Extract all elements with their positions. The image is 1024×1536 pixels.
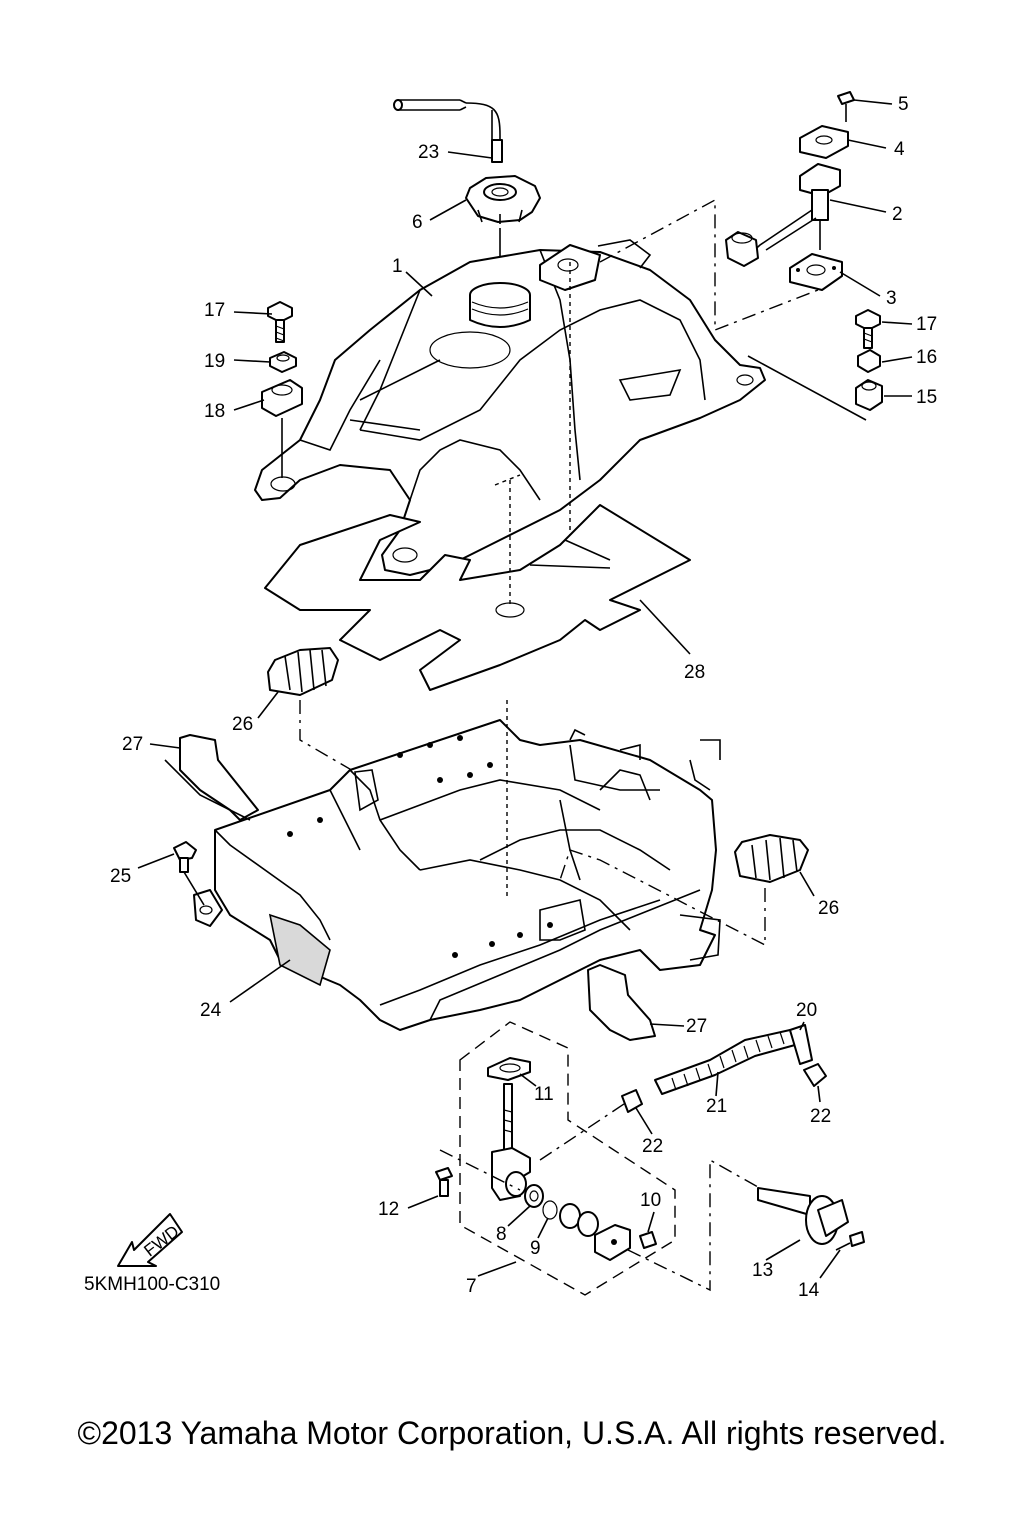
damper-18 <box>261 379 303 417</box>
callout-9: 9 <box>530 1238 541 1259</box>
callout-21: 21 <box>706 1096 727 1117</box>
callout-19: 19 <box>204 351 225 372</box>
callout-16: 16 <box>916 347 937 368</box>
hose-clamp-22-left <box>621 1089 643 1113</box>
callout-labels: 1 2 3 4 5 6 7 8 9 10 11 12 13 14 15 16 1… <box>110 94 937 1301</box>
fuel-tank-bracket-frame <box>214 719 721 1031</box>
callout-17-left: 17 <box>204 300 225 321</box>
callout-23: 23 <box>418 142 439 163</box>
callout-18: 18 <box>204 401 225 422</box>
callout-12: 12 <box>378 1199 399 1220</box>
sender-gasket <box>789 253 843 291</box>
collar-19 <box>269 351 297 373</box>
callout-14: 14 <box>798 1280 820 1301</box>
bolt-17-left <box>267 301 293 343</box>
callout-13: 13 <box>752 1260 773 1281</box>
callout-17-right: 17 <box>916 314 937 335</box>
fwd-arrow: FWD <box>117 1213 183 1267</box>
bolt-12 <box>435 1167 453 1197</box>
hose-clamp-22-right <box>803 1063 827 1087</box>
callout-26-left: 26 <box>232 714 253 735</box>
bolt-17-right <box>855 309 881 349</box>
o-ring-9 <box>542 1200 558 1220</box>
callout-28: 28 <box>684 662 705 683</box>
damper-26-right <box>734 834 809 883</box>
fuel-cock-assembly-box <box>459 1021 676 1296</box>
cover-27-left <box>164 734 259 821</box>
callout-5: 5 <box>898 94 909 115</box>
cover-27-right <box>587 964 656 1041</box>
fuel-tank-cap <box>465 175 541 224</box>
callout-2: 2 <box>892 204 903 225</box>
callout-3: 3 <box>886 288 897 309</box>
fuel-tank <box>254 239 766 576</box>
callout-11: 11 <box>534 1084 554 1105</box>
callout-7: 7 <box>466 1276 477 1297</box>
callout-27-right: 27 <box>686 1016 707 1037</box>
collar-16 <box>857 349 881 373</box>
callout-24: 24 <box>200 1000 222 1021</box>
fuel-cock <box>491 1083 531 1201</box>
damper-26-left <box>267 647 339 696</box>
filter-spacer <box>559 1203 599 1237</box>
callout-10: 10 <box>640 1190 661 1211</box>
screw-5 <box>837 91 855 122</box>
bolt-25 <box>173 841 223 927</box>
fuel-hose <box>654 1024 813 1095</box>
fuel-breather-hose <box>393 99 503 163</box>
callout-20: 20 <box>796 1000 817 1021</box>
copyright-notice: ©2013 Yamaha Motor Corporation, U.S.A. A… <box>77 1415 947 1451</box>
gasket-11 <box>487 1057 531 1081</box>
damper-15 <box>855 379 883 411</box>
callout-25: 25 <box>110 866 131 887</box>
screw-10 <box>639 1231 657 1249</box>
callout-1: 1 <box>392 256 403 277</box>
sender-cover-plate <box>799 125 849 159</box>
parts-diagram: FWD 1 2 <box>84 91 937 1301</box>
diagram-code: 5KMH100-C310 <box>84 1274 220 1295</box>
lever-plate <box>594 1224 631 1261</box>
callout-8: 8 <box>496 1224 507 1245</box>
leader-lines <box>137 99 913 1279</box>
callout-26-right: 26 <box>818 898 839 919</box>
callout-22-right: 22 <box>810 1106 831 1127</box>
washer-8 <box>524 1184 544 1208</box>
fuel-cock-knob <box>757 1187 849 1245</box>
screw-14 <box>835 1231 865 1251</box>
callout-15: 15 <box>916 387 937 408</box>
protector-sheet <box>264 504 691 691</box>
callout-27-left: 27 <box>122 734 143 755</box>
callout-22-left: 22 <box>642 1136 663 1157</box>
callout-6: 6 <box>412 212 423 233</box>
fuel-sender-unit <box>725 163 841 267</box>
callout-4: 4 <box>894 139 905 160</box>
